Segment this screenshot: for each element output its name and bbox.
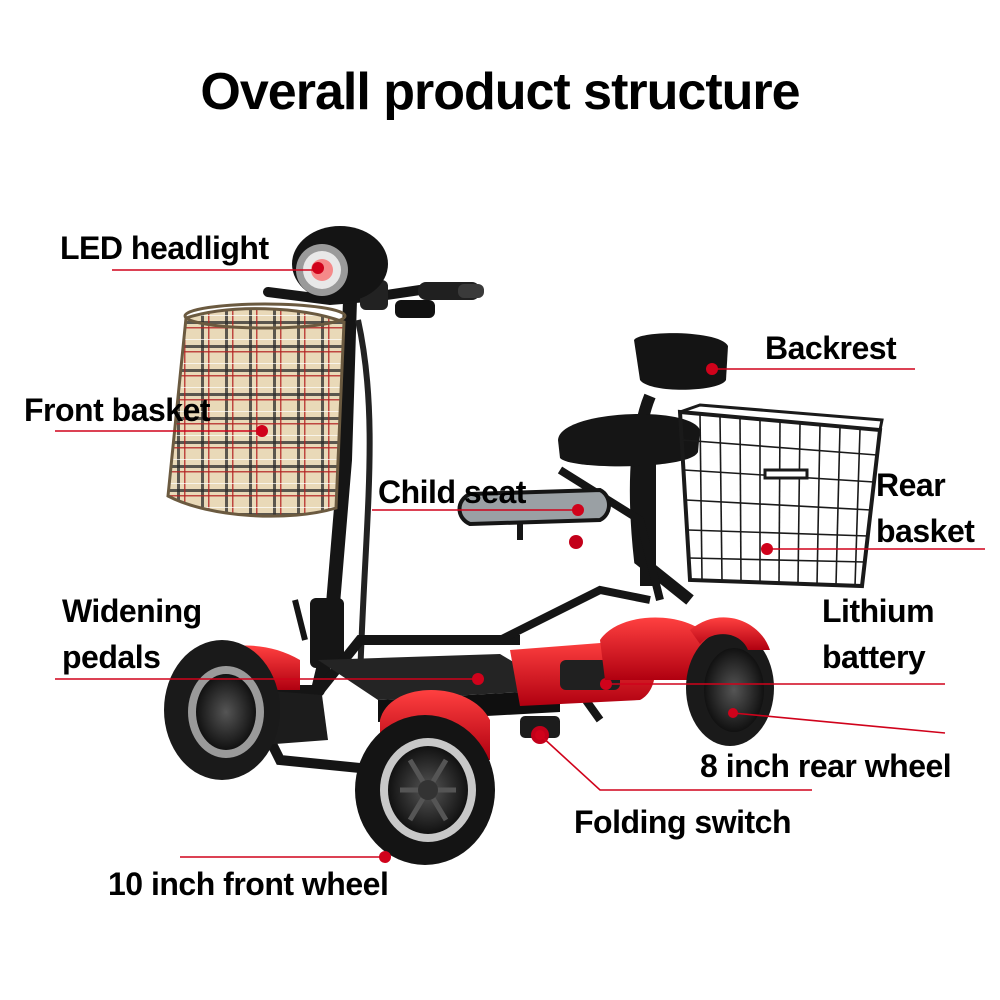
- label-folding-switch: Folding switch: [574, 804, 791, 840]
- front-basket: [166, 302, 347, 518]
- front-wheel-left: [164, 640, 300, 780]
- label-rear-wheel: 8 inch rear wheel: [700, 748, 952, 784]
- rear-basket: [677, 403, 884, 589]
- rear-wheel: [600, 617, 774, 746]
- led-headlight: [292, 226, 388, 302]
- label-rear-basket-line1: Rear: [876, 467, 946, 503]
- label-widening-pedals-line2: pedals: [62, 639, 161, 675]
- leader-lines: [55, 269, 985, 858]
- label-rear-basket-line2: basket: [876, 513, 975, 549]
- leader-folding-switch: [539, 734, 812, 791]
- leader-rear-wheel: [732, 712, 946, 734]
- label-rear-basket: Rear basket: [876, 462, 975, 554]
- label-led-headlight: LED headlight: [60, 230, 269, 266]
- label-lithium-battery: Lithium battery: [822, 588, 935, 680]
- page-title: Overall product structure: [200, 63, 800, 121]
- label-lithium-battery-line1: Lithium: [822, 593, 935, 629]
- front-wheel: [355, 690, 495, 865]
- seat-assembly: [557, 333, 728, 605]
- label-widening-pedals: Widening pedals: [62, 588, 202, 680]
- folding-switch: [520, 716, 560, 744]
- label-front-basket: Front basket: [24, 392, 211, 428]
- label-front-wheel: 10 inch front wheel: [108, 866, 389, 902]
- steering-column: [292, 293, 373, 697]
- label-child-seat: Child seat: [378, 474, 526, 510]
- label-widening-pedals-line1: Widening: [62, 593, 202, 629]
- label-lithium-battery-line2: battery: [822, 639, 926, 675]
- label-backrest: Backrest: [765, 330, 897, 366]
